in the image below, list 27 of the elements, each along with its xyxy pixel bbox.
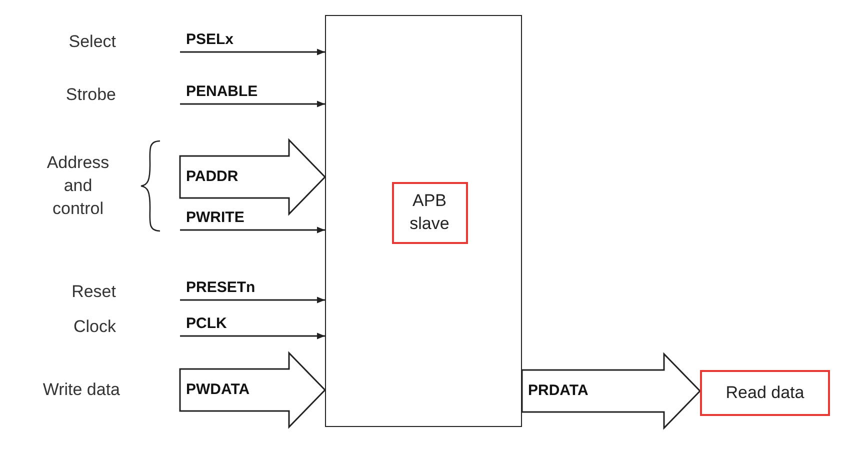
- edge-label: PENABLE: [186, 83, 258, 100]
- arrow: [180, 296, 325, 304]
- signal-group-label: Reset: [70, 281, 116, 303]
- signal-group-label: Write data: [42, 379, 120, 401]
- block-arrow: [179, 351, 326, 429]
- edge-label: PWRITE: [186, 209, 244, 226]
- edge-label: PADDR: [186, 168, 238, 185]
- highlighted-text-box: [700, 370, 830, 416]
- edge-label: PCLK: [186, 315, 227, 332]
- block-box: [325, 15, 522, 427]
- block-arrow: [521, 352, 702, 430]
- block-arrow: [179, 138, 326, 216]
- node-text: APB slave: [408, 190, 450, 234]
- signal-group-label: Clock: [72, 316, 116, 338]
- arrow: [180, 332, 325, 340]
- signal-group-label: Strobe: [64, 84, 116, 106]
- arrow: [180, 226, 325, 234]
- edge-label: PRDATA: [528, 382, 588, 399]
- arrow: [180, 48, 325, 56]
- edge-label: PWDATA: [186, 381, 250, 398]
- node-text: Read data: [726, 382, 804, 404]
- edge-label: PRESETn: [186, 279, 256, 296]
- highlighted-text-box: [392, 182, 468, 244]
- signal-group-label: Select: [68, 31, 116, 53]
- edge-label: PSELx: [186, 31, 234, 48]
- arrow: [180, 100, 325, 108]
- signal-group-label: Address and control: [46, 152, 110, 220]
